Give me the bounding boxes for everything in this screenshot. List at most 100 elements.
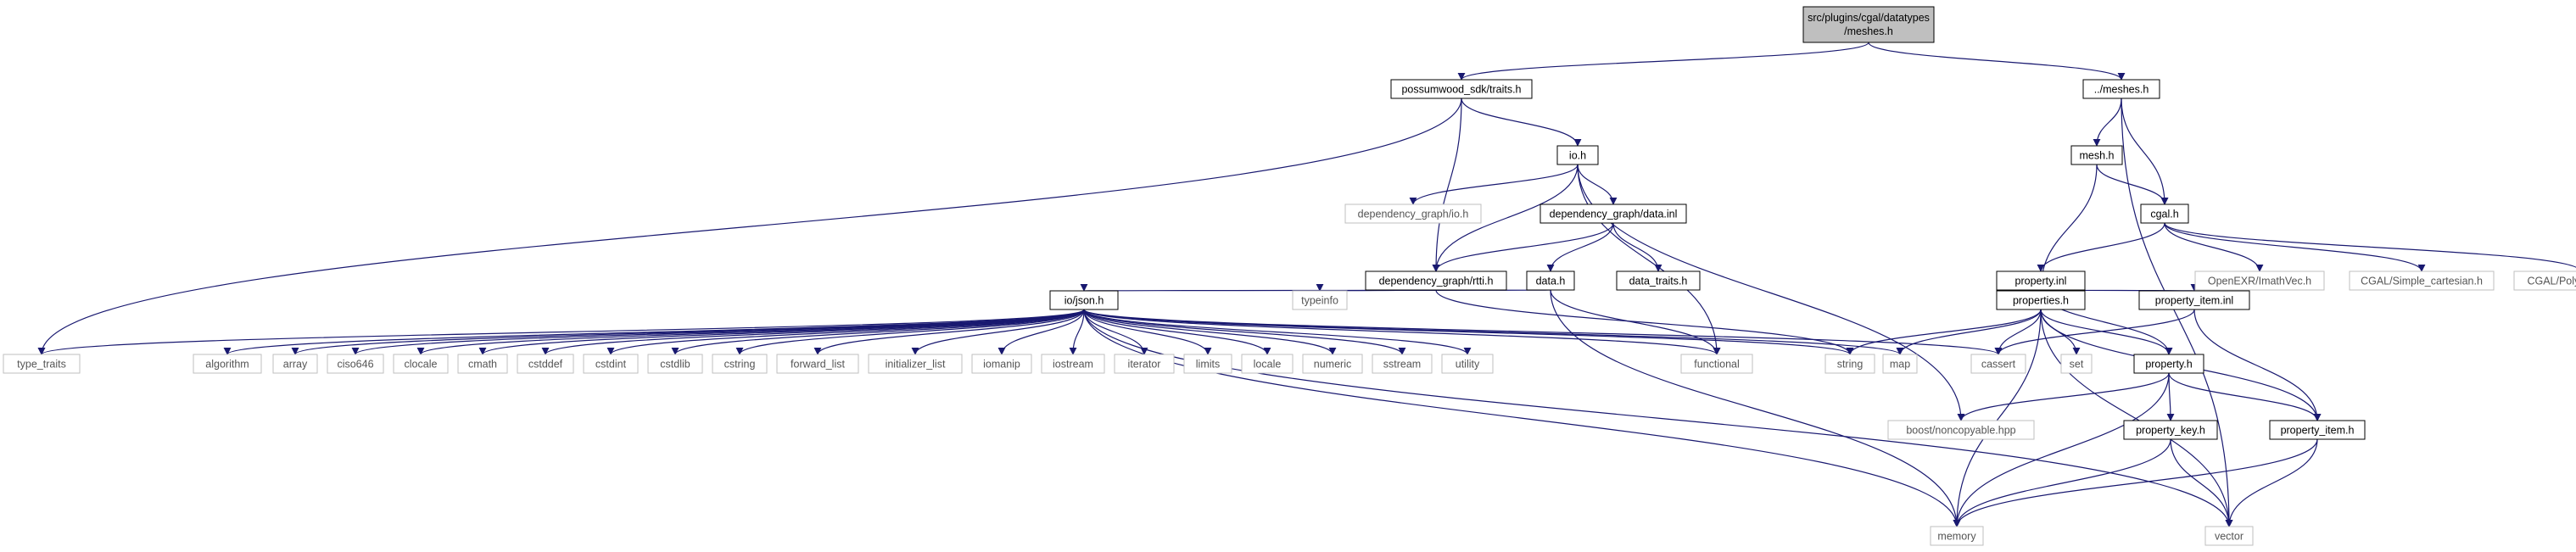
node-label: type_traits [17,359,66,371]
node-label: io/json.h [1064,295,1104,307]
file-nodes: src/plugins/cgal/datatypes/meshes.h possu… [3,6,2576,546]
node-label: utility [1456,359,1480,371]
node-box [1114,354,1175,374]
node-dependency-graph-data-inl[interactable]: dependency_graph/data.inl [1539,204,1687,224]
node-label: cstdint [595,359,627,371]
node-cmath: cmath [457,354,508,374]
node-box [868,354,963,374]
edge-property-key-h-to-vector [2170,438,2233,527]
node-box [2138,290,2250,310]
node-dependency-graph-rtti-h[interactable]: dependency_graph/rtti.h [1365,270,1507,291]
node-box [2204,526,2254,546]
node-label: array [283,359,308,371]
node-box [2194,270,2325,291]
node-property-item-inl[interactable]: property_item.inl [2138,290,2250,310]
node-label: mesh.h [2080,150,2115,162]
node-dependency-graph-io-h: dependency_graph/io.h [1344,204,1482,224]
node-io-h[interactable]: io.h [1556,145,1599,165]
node-label: CGAL/Polyhedron_3.h [2527,276,2576,287]
edge-io-h-to-dg-data-inl [1577,164,1618,205]
edge-json-h-to-locale [1083,309,1271,355]
node-initializer-list: initializer_list [868,354,963,374]
node-property-item-h[interactable]: property_item.h [2269,420,2366,440]
node-io-json-h[interactable]: io/json.h [1049,290,1119,310]
edge-json-h-to-iterator [1083,309,1148,355]
edge-property-h-to-noncopyable [1957,372,2170,421]
node-cstring: cstring [712,354,768,374]
edge-dg-rtti-h-to-string [1435,289,1854,355]
node-numeric: numeric [1302,354,1363,374]
node-forward-list: forward_list [776,354,859,374]
node-mesh-h[interactable]: mesh.h [2070,145,2123,165]
edge-property-key-h-to-memory [1953,438,2171,527]
node-label: functional [1694,359,1740,371]
node-boost-noncopyable-hpp: boost/noncopyable.hpp [1887,420,2035,440]
node-cgal-h[interactable]: cgal.h [2140,204,2189,224]
node-box [1372,354,1433,374]
node-meshes-h[interactable]: ../meshes.h [2082,79,2160,99]
node-cstdint: cstdint [583,354,639,374]
node-label: string [1837,359,1864,371]
node-label: possumwood_sdk/traits.h [1401,84,1521,96]
edge-property-item-h-to-vector [2225,438,2318,527]
node-property-h[interactable]: property.h [2133,354,2204,374]
edge-property-item-inl-to-cassert [1994,309,2195,355]
edge-json-h-to-cstring [735,309,1085,355]
node-utility: utility [1441,354,1494,374]
node-cstddef: cstddef [517,354,574,374]
edge-json-h-to-sstream [1083,309,1406,355]
node-label: iomanip [983,359,1020,371]
edge-json-h-to-ciso646 [351,309,1085,355]
node-label: locale [1254,359,1282,371]
edge-traits-h-to-dg-rtti-h [1432,98,1462,272]
edge-cgal-h-to-polyhedron [2164,222,2576,269]
node-label: vector [2215,531,2244,543]
node-vector: vector [2204,526,2254,546]
edge-io-h-to-dg-io-h [1409,164,1579,205]
node-label: iostream [1053,359,1093,371]
node-clocale: clocale [393,354,449,374]
root-label-line1: src/plugins/cgal/datatypes [1808,12,1930,24]
node-label: data.h [1536,276,1566,287]
node-box [1344,204,1482,224]
node-box [2082,79,2160,99]
node-box [712,354,768,374]
node-box [1824,354,1875,374]
node-data-traits-h[interactable]: data_traits.h [1616,270,1701,291]
node-label: cstddef [528,359,563,371]
node-label: iterator [1128,359,1161,371]
node-label: CGAL/Simple_cartesian.h [2361,276,2483,287]
node-iterator: iterator [1114,354,1175,374]
edge-json-h-to-initializer-list [911,309,1085,355]
node-label: cgal.h [2150,209,2178,220]
node-properties-h[interactable]: properties.h [1996,290,2086,310]
edge-json-h-to-memory [1083,309,1961,527]
edge-json-h-to-cassert [1083,309,2003,355]
node-property-inl[interactable]: property.inl [1996,270,2086,291]
node-label: dependency_graph/rtti.h [1379,276,1494,287]
edge-meshes-h-to-vector [2121,98,2233,527]
node-label: property_key.h [2136,425,2205,437]
node-label: ../meshes.h [2094,84,2149,96]
node-label: map [1890,359,1910,371]
edge-meshes-h-to-mesh-h [2093,98,2122,147]
node-cstdlib: cstdlib [647,354,703,374]
node-box [457,354,508,374]
edge-traits-h-to-io-h [1461,98,1582,147]
node-box [1292,290,1348,310]
node-meshes-h-root: src/plugins/cgal/datatypes/meshes.h [1802,6,1935,43]
node-possumwood-sdk-traits-h[interactable]: possumwood_sdk/traits.h [1390,79,1533,99]
node-box [1887,420,2035,440]
edge-property-h-to-property-key-h [2166,372,2175,421]
edge-properties-h-to-map [1896,309,2042,355]
node-property-key-h[interactable]: property_key.h [2123,420,2218,440]
edge-json-h-to-iomanip [997,309,1085,355]
node-box [272,354,318,374]
node-data-h[interactable]: data.h [1526,270,1575,291]
node-label: clocale [405,359,438,371]
edge-json-h-to-cstdlib [671,309,1085,355]
edge-property-item-inl-to-property-item-h [2193,309,2322,421]
edge-json-h-to-type-traits [37,309,1085,355]
node-box [393,354,449,374]
